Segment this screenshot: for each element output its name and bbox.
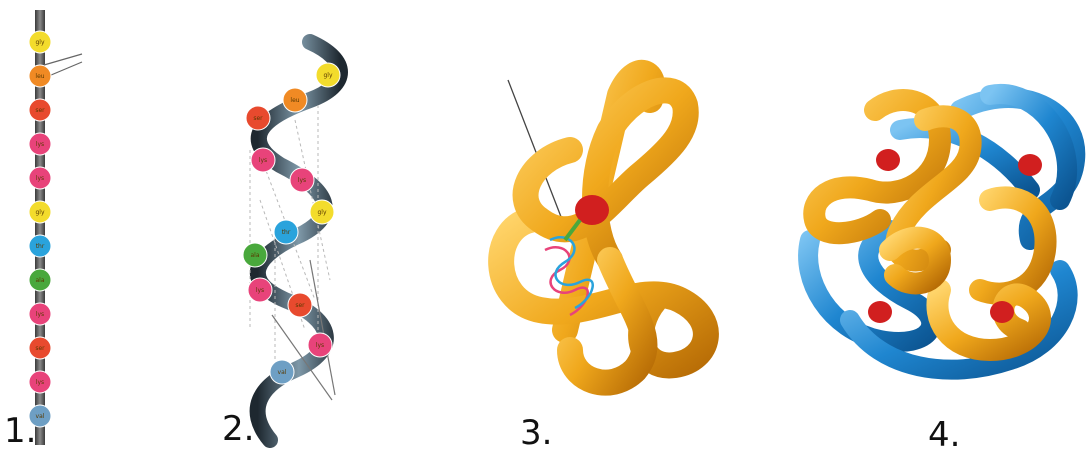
amino-acid-label: lys [36, 141, 44, 148]
amino-acid-label: val [36, 413, 45, 420]
heme-group [1018, 154, 1042, 176]
amino-acid-label: lys [36, 311, 44, 318]
pointer-line [44, 54, 82, 65]
primary-structure-drawing: gly leu ser lys lys gly thr ala lys ser lys val [0, 0, 120, 452]
heme-group [868, 301, 892, 323]
alpha-helix-drawing: gly leu ser lys lys gly thr ala lys ser lys val [200, 0, 370, 452]
panel-number: 1. [4, 414, 36, 448]
amino-acid-label: ser [35, 107, 45, 114]
secondary-structure-panel: gly leu ser lys lys gly thr ala lys ser lys val 2. [200, 0, 370, 452]
quaternary-complex-drawing [790, 0, 1092, 452]
amino-acid-label: gly [323, 72, 332, 79]
amino-acid-label: ser [35, 345, 45, 352]
amino-acid-label: ser [253, 115, 263, 122]
amino-acid-label: leu [290, 97, 299, 104]
amino-acid-label: ala [35, 277, 44, 284]
amino-acid-label: gly [35, 39, 44, 46]
amino-acid-label: val [278, 369, 287, 376]
panel-number: 4. [928, 418, 960, 452]
amino-acid-label: leu [35, 73, 44, 80]
primary-structure-panel: gly leu ser lys lys gly thr ala lys ser lys val 1. [0, 0, 120, 452]
amino-acid-label: lys [256, 287, 264, 294]
quaternary-structure-panel: 4. [790, 0, 1092, 452]
amino-acid-label: ser [295, 302, 305, 309]
amino-acid-label: lys [36, 379, 44, 386]
amino-acid-label: thr [282, 229, 291, 236]
tertiary-structure-panel: 3. [470, 0, 730, 452]
panel-number: 3. [520, 416, 552, 450]
amino-acid-label: gly [35, 209, 44, 216]
amino-acid-label: thr [36, 243, 45, 250]
amino-acid-label: ala [250, 252, 259, 259]
heme-group [990, 301, 1014, 323]
amino-acid-label: lys [316, 342, 324, 349]
amino-acid-label: gly [317, 209, 326, 216]
amino-acid-label: lys [259, 157, 267, 164]
amino-acid-label: lys [36, 175, 44, 182]
folded-chain [501, 73, 706, 383]
amino-acid-label: lys [298, 177, 306, 184]
panel-number: 2. [222, 412, 254, 446]
heme-group [876, 149, 900, 171]
tertiary-fold-drawing [470, 0, 730, 452]
